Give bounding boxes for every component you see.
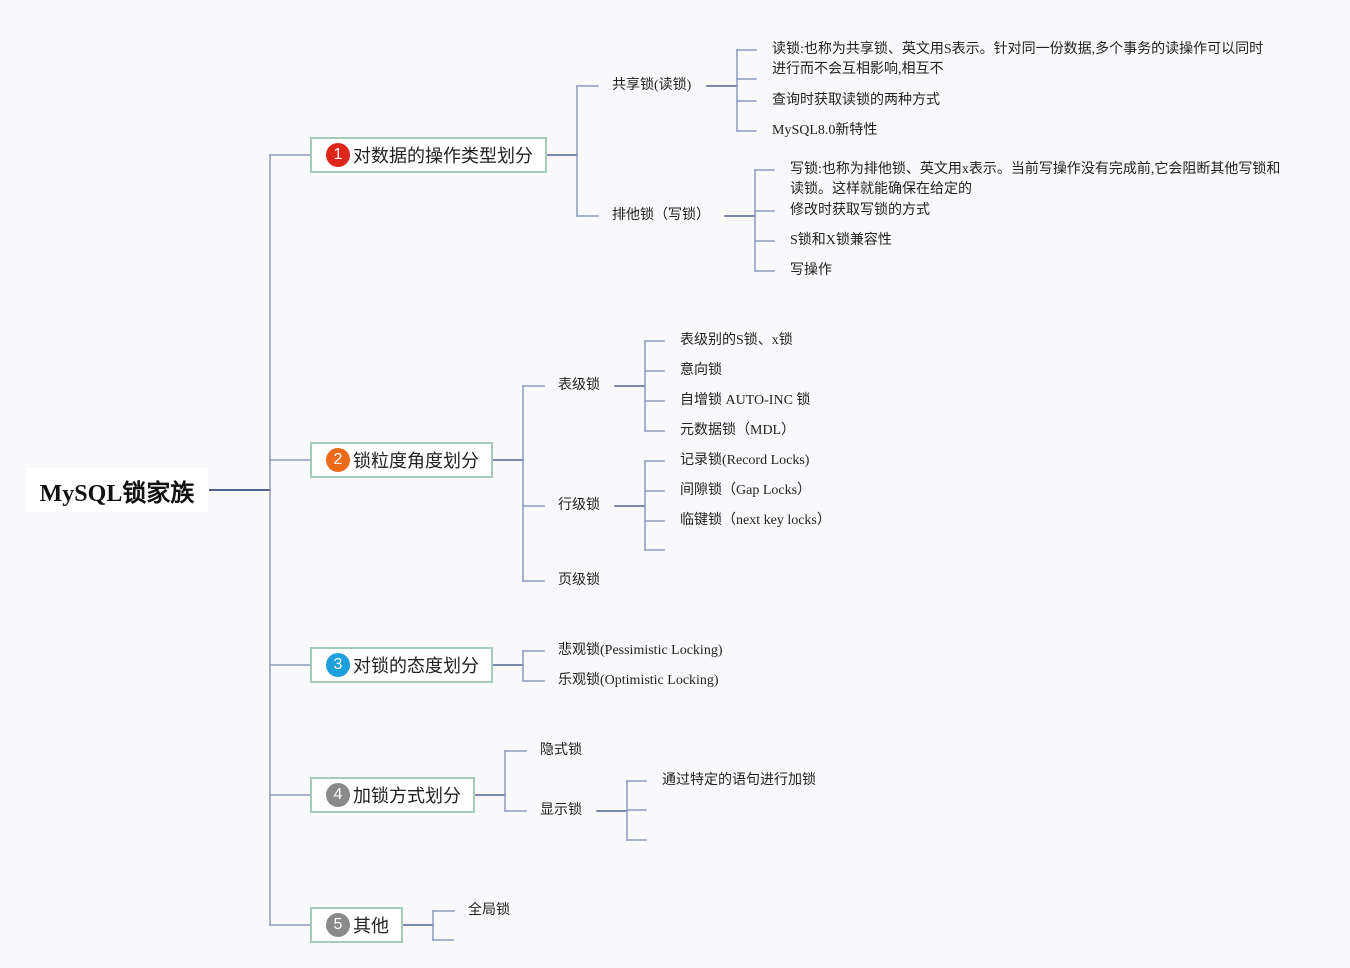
leaf-node[interactable]: 意向锁 [680,363,722,378]
category-label: 锁粒度角度划分 [353,451,479,472]
number-badge-icon: 2 [326,448,350,472]
category-label: 其他 [353,916,389,937]
child-node[interactable]: 共享锁(读锁) [612,78,692,93]
category-label: 对数据的操作类型划分 [353,146,533,167]
leaf-node[interactable]: S锁和X锁兼容性 [790,233,892,248]
leaf-node[interactable]: 自增锁 AUTO-INC 锁 [680,393,811,408]
child-node[interactable]: 显示锁 [540,803,582,818]
child-node[interactable]: 表级锁 [558,378,600,393]
number-badge-icon: 5 [326,913,350,937]
leaf-node[interactable]: 查询时获取读锁的两种方式 [772,93,940,108]
child-node[interactable]: 行级锁 [558,498,600,513]
root-node[interactable]: MySQL锁家族 [26,468,208,512]
leaf-node[interactable]: 读锁:也称为共享锁、英文用S表示。针对同一份数据,多个事务的读操作可以同时进行而… [772,42,1264,77]
category-label: 加锁方式划分 [353,786,461,807]
leaf-node[interactable]: 间隙锁（Gap Locks） [680,483,812,498]
leaf-node[interactable]: MySQL8.0新特性 [772,123,878,138]
number-badge-icon: 3 [326,653,350,677]
leaf-node[interactable]: 表级别的S锁、x锁 [680,333,793,348]
number-badge-icon: 4 [326,783,350,807]
number-badge-icon: 1 [326,143,350,167]
root-label: MySQL锁家族 [39,480,195,507]
child-node[interactable]: 页级锁 [558,573,600,588]
child-node[interactable]: 排他锁（写锁） [612,208,710,223]
leaf-node[interactable]: 通过特定的语句进行加锁 [662,773,816,788]
category-label: 对锁的态度划分 [353,656,479,677]
leaf-node[interactable]: 写操作 [790,263,832,278]
leaf-node[interactable]: 元数据锁（MDL） [680,423,796,438]
leaf-node[interactable]: 修改时获取写锁的方式 [790,203,930,218]
child-node[interactable]: 乐观锁(Optimistic Locking) [558,673,719,688]
child-node[interactable]: 隐式锁 [540,743,582,758]
leaf-node[interactable]: 记录锁(Record Locks) [680,453,810,468]
child-node[interactable]: 悲观锁(Pessimistic Locking) [558,643,723,658]
leaf-node[interactable]: 写锁:也称为排他锁、英文用x表示。当前写操作没有完成前,它会阻断其他写锁和读锁。… [790,162,1281,197]
leaf-node[interactable]: 临键锁（next key locks） [680,513,831,528]
child-node[interactable]: 全局锁 [468,903,510,918]
